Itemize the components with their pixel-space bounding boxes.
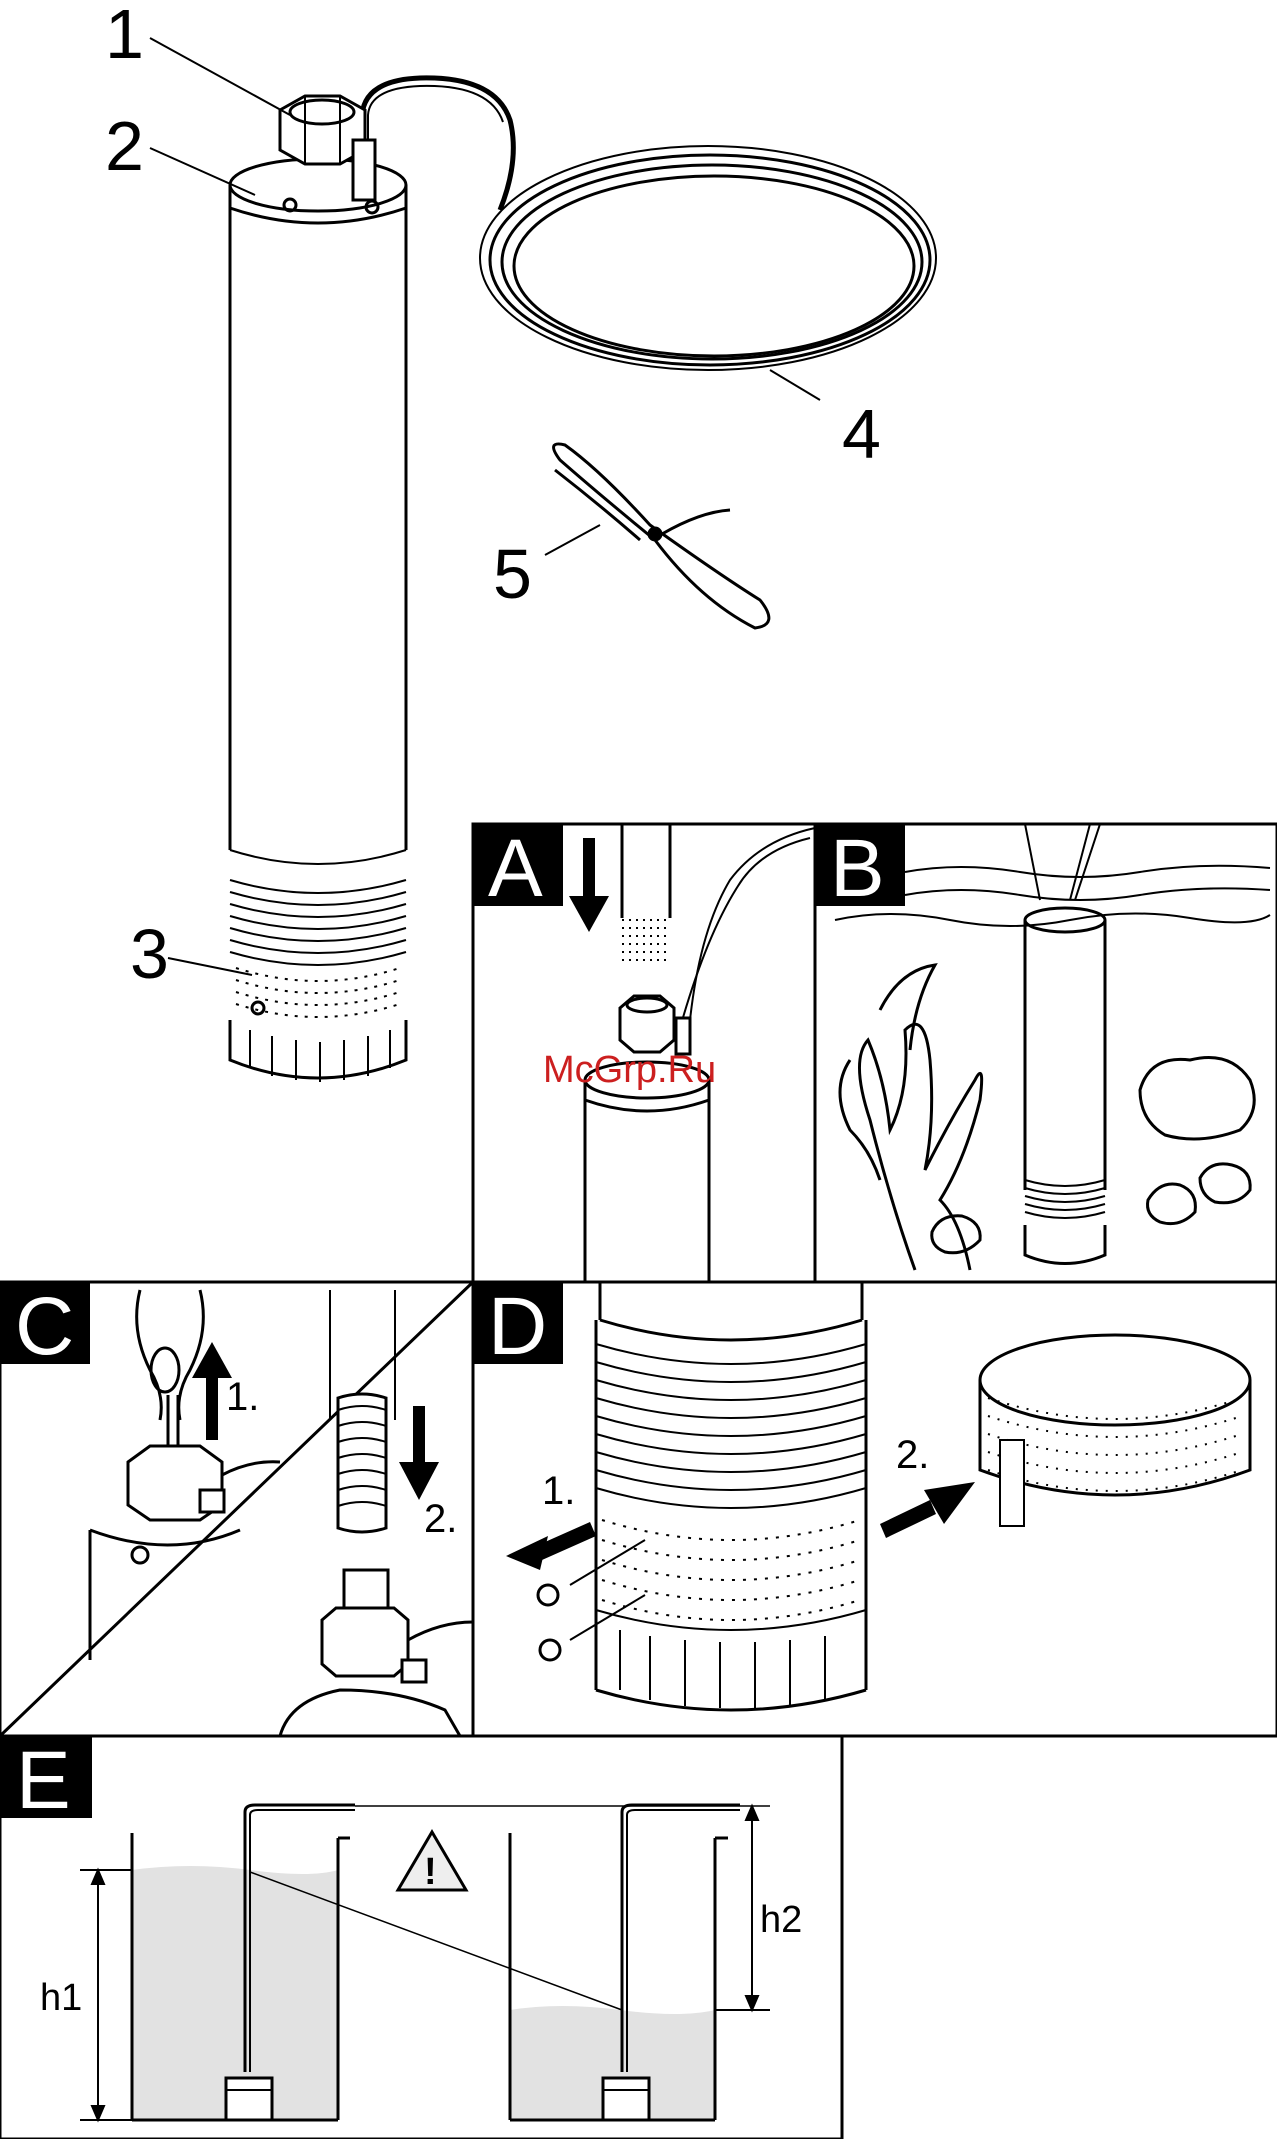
panel-d-step-1: 1. xyxy=(542,1469,575,1513)
panel-b: B xyxy=(815,823,1277,1282)
callout-3: 3 xyxy=(130,915,169,993)
panel-d-step-2: 2. xyxy=(896,1433,929,1477)
callout-1: 1 xyxy=(105,0,144,73)
panel-b-letter: B xyxy=(830,823,885,914)
warning-symbol: ! xyxy=(424,1851,437,1893)
watermark: McGrp.Ru xyxy=(543,1049,716,1091)
callout-5: 5 xyxy=(493,535,532,613)
callout-4: 4 xyxy=(842,395,881,473)
panel-c-step-2: 2. xyxy=(424,1497,457,1541)
panel-e: E xyxy=(0,1735,842,2139)
panel-d: D xyxy=(473,1281,1277,1736)
panel-c: C 1. 2. xyxy=(0,1281,473,1736)
panel-e-letter: E xyxy=(16,1735,71,1826)
panel-c-letter: C xyxy=(15,1281,74,1372)
panel-a-letter: A xyxy=(488,823,543,914)
callout-2: 2 xyxy=(105,107,144,185)
cable-tie xyxy=(554,444,769,628)
label-h1: h1 xyxy=(40,1977,82,2019)
pump-overview xyxy=(230,78,513,1082)
panel-c-step-1: 1. xyxy=(226,1375,259,1419)
panel-d-letter: D xyxy=(488,1281,547,1372)
label-h2: h2 xyxy=(760,1899,802,1941)
cable-coil xyxy=(480,146,936,370)
